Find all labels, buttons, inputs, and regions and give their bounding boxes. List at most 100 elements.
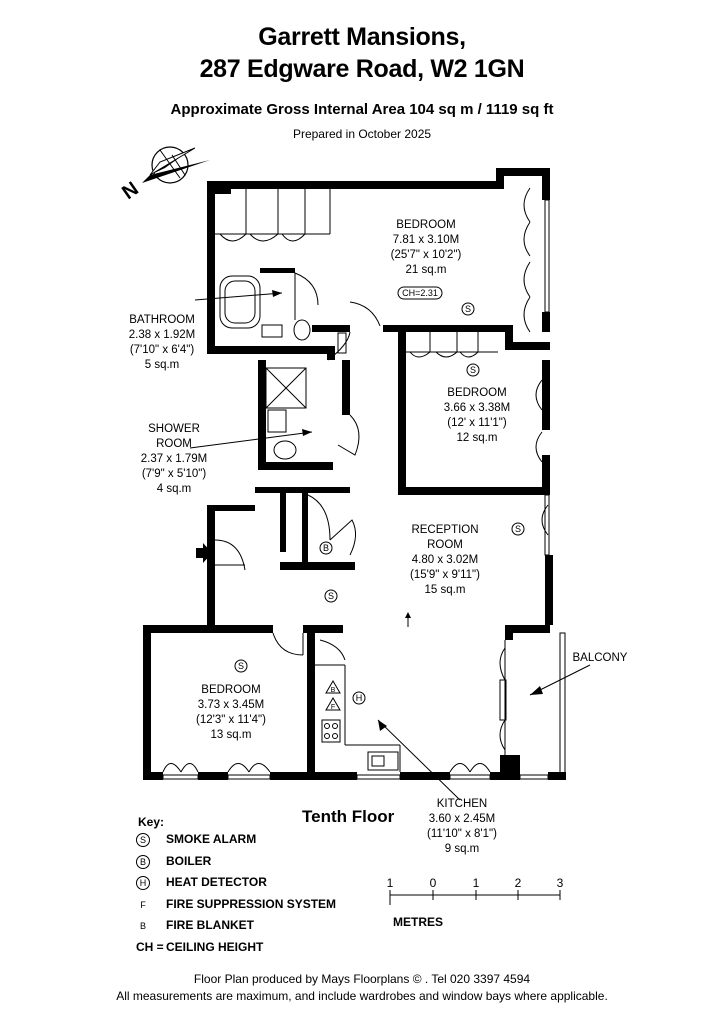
smoke-alarm-icon: S — [511, 522, 525, 536]
svg-text:S: S — [470, 365, 476, 375]
room-metric: 3.60 x 2.45M — [428, 813, 496, 825]
room-imperial: (15'9" x 9'11") — [410, 569, 480, 581]
fire-suppression-icon: F — [140, 899, 146, 910]
room-name: ROOM — [427, 539, 463, 551]
room-metric: 3.66 x 3.38M — [443, 402, 511, 414]
key-item: CH =CEILING HEIGHT — [136, 940, 386, 962]
svg-text:B: B — [323, 543, 329, 553]
scale-tick: 1 — [387, 876, 394, 890]
boiler-icon: B — [319, 541, 333, 555]
compass-icon — [142, 146, 210, 184]
arrow-markers — [196, 290, 543, 731]
room-name: RECEPTION — [411, 524, 479, 536]
key-item: F FIRE SUPPRESSION SYSTEM — [136, 897, 386, 919]
entrance-arrow-icon — [196, 543, 212, 563]
svg-text:F: F — [331, 704, 335, 711]
building-address: 287 Edgware Road, W2 1GN — [199, 55, 525, 83]
room-area: 12 sq.m — [456, 432, 498, 444]
room-metric: 2.38 x 1.92M — [128, 329, 196, 341]
room-name: BEDROOM — [447, 387, 507, 399]
room-area: 9 sq.m — [444, 843, 480, 855]
key-label: FIRE BLANKET — [166, 918, 254, 932]
heat-detector-icon: H — [136, 875, 166, 890]
room-imperial: (12'3" x 11'4") — [196, 714, 266, 726]
scale-tick: 2 — [515, 876, 522, 890]
smoke-alarm-icon: S — [466, 363, 480, 377]
smoke-alarm-icon: S — [461, 302, 475, 316]
boiler-icon: B — [136, 854, 166, 869]
scale-bar — [389, 890, 561, 905]
room-imperial: (7'9" x 5'10") — [141, 468, 207, 480]
windows — [162, 199, 566, 780]
scale-tick: 1 — [473, 876, 480, 890]
room-shower: SHOWER ROOM 2.37 x 1.79M (7'9" x 5'10") … — [129, 422, 219, 497]
key-symbol: CH = — [136, 939, 164, 954]
svg-text:S: S — [515, 524, 521, 534]
scale-ticks: 1 0 1 2 3 METRES — [387, 876, 564, 929]
room-name: BALCONY — [572, 652, 628, 664]
fire-blanket-icon: B — [325, 680, 341, 694]
room-metric: 3.73 x 3.45M — [197, 699, 265, 711]
room-name: KITCHEN — [436, 798, 488, 810]
room-name: SHOWER — [148, 423, 200, 435]
scale-tick: 3 — [557, 876, 564, 890]
room-imperial: (12' x 11'1") — [447, 417, 507, 429]
gross-area: Approximate Gross Internal Area 104 sq m… — [170, 101, 554, 118]
room-balcony: BALCONY — [562, 651, 638, 666]
room-area: 5 sq.m — [144, 359, 180, 371]
key-label: BOILER — [166, 853, 212, 868]
room-imperial: (25'7" x 10'2") — [390, 249, 462, 261]
room-area: 15 sq.m — [424, 584, 466, 596]
footer-credit: Floor Plan produced by Mays Floorplans ©… — [193, 972, 531, 986]
key-item: B FIRE BLANKET — [136, 918, 386, 940]
svg-text:S: S — [465, 304, 471, 314]
fire-blanket-icon: B — [139, 921, 146, 931]
floor-label: Tenth Floor — [302, 807, 395, 826]
svg-text:S: S — [238, 661, 244, 671]
heat-detector-icon: H — [352, 691, 366, 705]
scale-tick: 0 — [430, 876, 437, 890]
room-bedroom-1: BEDROOM 7.81 x 3.10M (25'7" x 10'2") 21 … — [376, 218, 476, 278]
room-bedroom-2: BEDROOM 3.66 x 3.38M (12' x 11'1") 12 sq… — [427, 386, 527, 446]
prepared-date: Prepared in October 2025 — [292, 127, 432, 141]
footer-disclaimer: All measurements are maximum, and includ… — [116, 989, 608, 1003]
key-label: HEAT DETECTOR — [166, 875, 267, 889]
room-area: 4 sq.m — [156, 483, 192, 495]
svg-text:S: S — [328, 591, 334, 601]
building-name: Garrett Mansions, — [258, 23, 466, 51]
key-label: SMOKE ALARM — [166, 832, 257, 846]
room-name: BATHROOM — [129, 314, 195, 326]
key-title: Key: — [138, 815, 165, 829]
room-metric: 2.37 x 1.79M — [140, 453, 208, 465]
key-label: FIRE SUPPRESSION SYSTEM — [166, 896, 337, 911]
room-area: 21 sq.m — [405, 264, 447, 276]
smoke-alarm-icon: S — [324, 589, 338, 603]
fire-suppression-icon: F — [325, 697, 341, 711]
room-bedroom-3: BEDROOM 3.73 x 3.45M (12'3" x 11'4") 13 … — [181, 683, 281, 743]
smoke-alarm-icon: S — [234, 659, 248, 673]
room-bathroom: BATHROOM 2.38 x 1.92M (7'10" x 6'4") 5 s… — [117, 313, 207, 373]
walls — [143, 168, 566, 780]
symbols: S S S S S B H B F CH=2.31 — [234, 288, 525, 711]
fixtures — [162, 187, 591, 801]
compass-north-letter: N — [118, 178, 142, 204]
smoke-alarm-icon: S — [136, 832, 166, 847]
room-name: ROOM — [156, 438, 192, 450]
scale-unit: METRES — [393, 915, 443, 929]
room-area: 13 sq.m — [210, 729, 252, 741]
svg-text:H: H — [356, 693, 363, 703]
room-kitchen: KITCHEN 3.60 x 2.45M (11'10" x 8'1") 9 s… — [412, 797, 512, 857]
room-name: BEDROOM — [396, 219, 456, 231]
room-name: BEDROOM — [201, 684, 261, 696]
ceiling-height-label: CH=2.31 — [402, 288, 438, 298]
svg-text:B: B — [331, 687, 336, 694]
key-label: CEILING HEIGHT — [166, 939, 264, 954]
room-metric: 4.80 x 3.02M — [411, 554, 479, 566]
room-imperial: (11'10" x 8'1") — [427, 828, 497, 840]
room-metric: 7.81 x 3.10M — [392, 234, 460, 246]
